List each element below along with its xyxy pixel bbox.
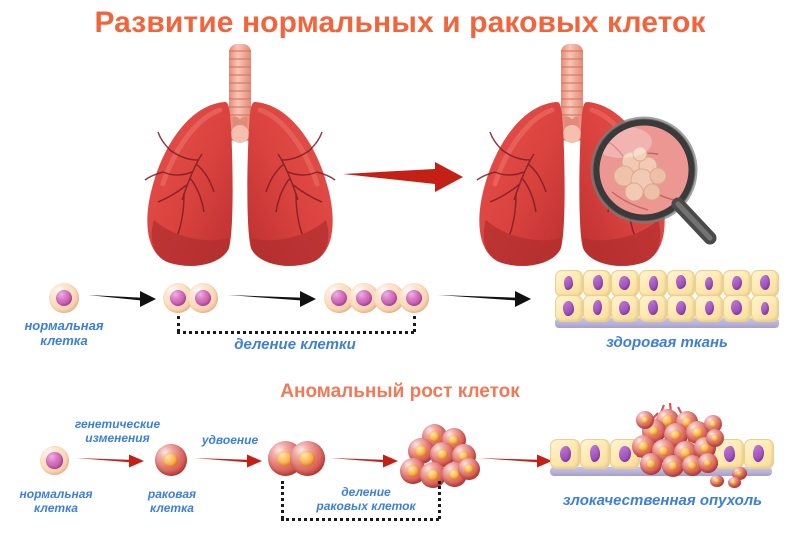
bronchial-tree-left bbox=[144, 131, 215, 235]
metastatic-cell-1 bbox=[732, 467, 747, 480]
normal-cell-single bbox=[49, 283, 79, 313]
metastatic-cell-2 bbox=[710, 475, 724, 487]
cancerous-lungs-illustration bbox=[476, 44, 717, 266]
metastatic-cell-3 bbox=[728, 477, 741, 488]
healthy-lungs-illustration bbox=[144, 44, 336, 266]
label-normal-cell-top: нормальная клетка bbox=[24, 318, 104, 349]
label-doubling: удвоение bbox=[201, 433, 259, 447]
tumor-basement-membrane bbox=[550, 467, 772, 476]
arrow-normal-3-icon bbox=[438, 291, 531, 307]
label-cell-division: деление клетки bbox=[234, 336, 356, 353]
malignant-tumor-illustration bbox=[550, 402, 780, 488]
bronchial-tree-right bbox=[265, 131, 336, 235]
cancer-cell-cluster bbox=[400, 424, 482, 494]
cancer-division-bracket-left bbox=[281, 481, 284, 519]
right-lung-lobe bbox=[247, 102, 333, 266]
label-cancer-division: деление раковых клеток bbox=[316, 485, 416, 514]
division-bracket-left bbox=[177, 316, 180, 332]
left-lung-lobe bbox=[147, 102, 233, 266]
cancer-cell-doubled-2 bbox=[290, 441, 325, 476]
cancer-cell-single bbox=[155, 444, 187, 476]
arrow-doubling-icon bbox=[194, 454, 262, 468]
normal-cell-pair-2 bbox=[188, 283, 218, 313]
tumor-nodules bbox=[613, 146, 667, 202]
section-subtitle: Аномальный рост клеток bbox=[280, 381, 520, 402]
arrow-normal-1-icon bbox=[88, 291, 156, 307]
magnifier-icon bbox=[590, 116, 717, 245]
page-title: Развитие нормальных и раковых клеток bbox=[94, 6, 706, 39]
normal-cell-quad-4 bbox=[399, 283, 429, 313]
normal-cell-quad-3 bbox=[374, 283, 404, 313]
abnormal-row-normal-cell bbox=[40, 446, 69, 475]
cancer-division-bracket-right bbox=[438, 481, 441, 519]
progression-arrow-icon bbox=[343, 162, 463, 192]
arrow-genetic-change-icon bbox=[76, 454, 144, 468]
division-bracket-right bbox=[413, 316, 416, 332]
tumor-mass bbox=[632, 409, 736, 477]
label-cancer-cell: раковая клетка bbox=[147, 487, 197, 516]
healthy-tissue-illustration bbox=[553, 268, 781, 328]
arrow-normal-2-icon bbox=[228, 291, 316, 307]
cancer-division-bracket-bottom bbox=[281, 518, 439, 521]
label-normal-cell-bottom: нормальная клетка bbox=[19, 487, 93, 516]
label-genetic-changes: генетические изменения bbox=[74, 417, 161, 446]
label-healthy-tissue: здоровая ткань bbox=[606, 334, 728, 351]
arrow-cancer-division-icon bbox=[330, 454, 398, 468]
division-bracket-bottom bbox=[177, 331, 414, 334]
arrow-to-tumor-icon bbox=[478, 454, 552, 468]
label-malignant-tumor: злокачественная опухоль bbox=[562, 492, 763, 509]
basement-membrane bbox=[555, 318, 779, 328]
